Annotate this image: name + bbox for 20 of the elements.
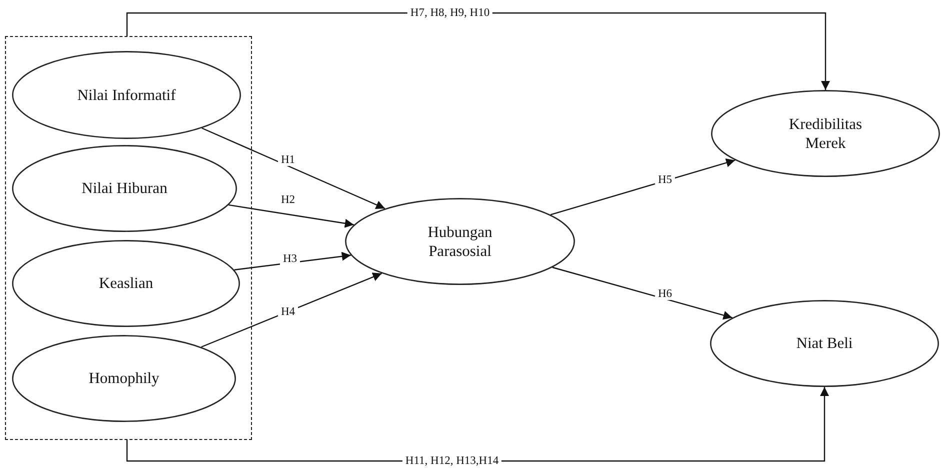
node-label: Nilai Hiburan — [82, 179, 168, 198]
arrow — [202, 128, 386, 210]
edge-label: H11, H12, H13,H14 — [402, 455, 502, 467]
edge-label: H4 — [278, 306, 298, 318]
arrow — [201, 272, 382, 348]
edge-label: H7, H8, H9, H10 — [407, 7, 493, 19]
edge-label: H3 — [280, 253, 300, 265]
node-label: Homophily — [88, 369, 160, 388]
arrow — [234, 252, 351, 270]
arrow — [126, 12, 830, 90]
node-label: Nilai Informatif — [77, 86, 176, 104]
edge-label: H5 — [654, 174, 676, 186]
arrow — [552, 266, 732, 320]
node-label: Keaslian — [98, 274, 154, 293]
dashed-group-box — [5, 36, 252, 440]
node-label: Hubungan Parasosial — [426, 222, 494, 260]
arrow — [550, 158, 736, 216]
node-label: Kredibilitas Merek — [788, 114, 864, 152]
arrow — [228, 204, 354, 228]
node-label: Niat Beli — [796, 334, 853, 353]
